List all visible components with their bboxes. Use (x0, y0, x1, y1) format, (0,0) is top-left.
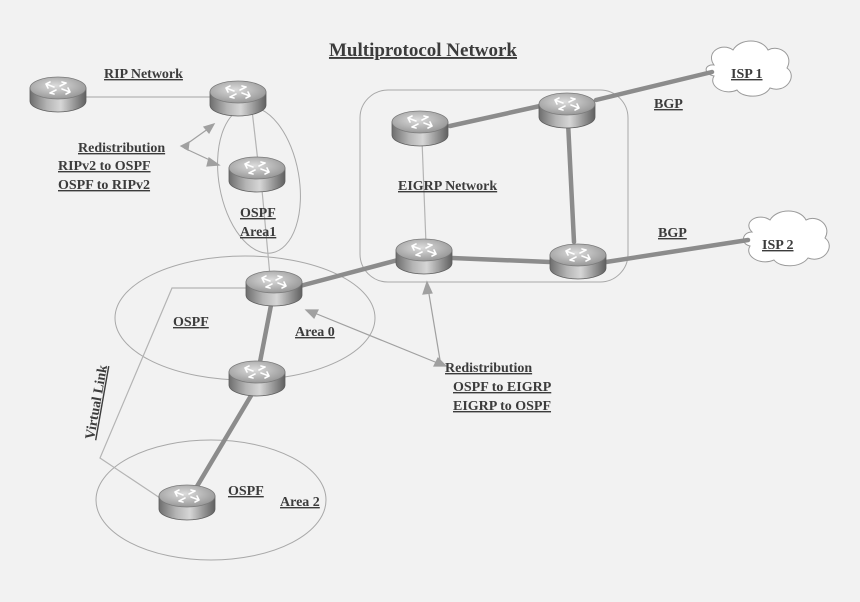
bgp-isp1-label: BGP (654, 97, 683, 112)
link-area0-eigrp (297, 257, 401, 289)
isp1-label: ISP 1 (731, 67, 763, 82)
ospf-area0-area-label: Area 0 (295, 325, 335, 340)
link-eigrp-bottom (449, 255, 553, 265)
link-rip-border-area1 (251, 109, 259, 163)
diagram-title: Multiprotocol Network (329, 40, 517, 61)
router-eigrp-left-icon (391, 110, 449, 147)
redistribution-eigrp-line2: EIGRP to OSPF (453, 399, 551, 414)
ospf-area2-boundary (95, 439, 327, 561)
router-rip-edge-icon (29, 76, 87, 113)
redistribution-rip-line2: OSPF to RIPv2 (58, 178, 150, 193)
router-area2-icon (158, 484, 216, 521)
rip-network-label: RIP Network (104, 67, 183, 82)
router-area1-icon (228, 156, 286, 193)
ospf-area2-area-label: Area 2 (280, 495, 320, 510)
link-lower-area2 (193, 391, 255, 491)
redistribution-rip-title: Redistribution (78, 141, 165, 156)
link-area0-lower (257, 297, 275, 365)
link-bgp-isp2 (603, 237, 751, 265)
redistribution-rip-line1: RIPv2 to OSPF (58, 159, 151, 174)
ospf-area1-area-label: Area1 (240, 225, 276, 240)
link-eigrp-left-top (447, 103, 543, 129)
ospf-area2-proto-label: OSPF (228, 484, 264, 499)
eigrp-network-label: EIGRP Network (398, 179, 497, 194)
router-eigrp-bottom-left-icon (395, 238, 453, 275)
link-bgp-isp1 (593, 69, 715, 103)
thick-links (193, 69, 751, 491)
redistribution-eigrp-line1: OSPF to EIGRP (453, 380, 552, 395)
isp2-label: ISP 2 (762, 238, 794, 253)
router-area0-abr-icon (245, 270, 303, 307)
router-eigrp-bottom-right-icon (549, 243, 607, 280)
isp2-cloud (743, 210, 830, 267)
isp1-cloud (705, 40, 792, 97)
labels: Multiprotocol Network RIP Network Redist… (58, 40, 794, 510)
router-rip-border-icon (209, 80, 267, 117)
ospf-area0-proto-label: OSPF (173, 315, 209, 330)
ospf-area1-proto-label: OSPF (240, 206, 276, 221)
virtual-link-line (99, 287, 246, 499)
router-eigrp-top-icon (538, 92, 596, 129)
virtual-link-label: Virtual Link (83, 364, 111, 441)
bgp-isp2-label: BGP (658, 226, 687, 241)
router-area0-lower-icon (228, 360, 286, 397)
redistribution-eigrp-title: Redistribution (445, 361, 532, 376)
eigrp-network-boundary (359, 89, 629, 283)
thin-links (86, 96, 427, 499)
link-eigrp-top-bottomright (565, 119, 577, 245)
link-eigrp-left-bottom (421, 139, 427, 245)
link-area1-area0 (261, 189, 271, 277)
redistribution-arrows (179, 123, 448, 367)
